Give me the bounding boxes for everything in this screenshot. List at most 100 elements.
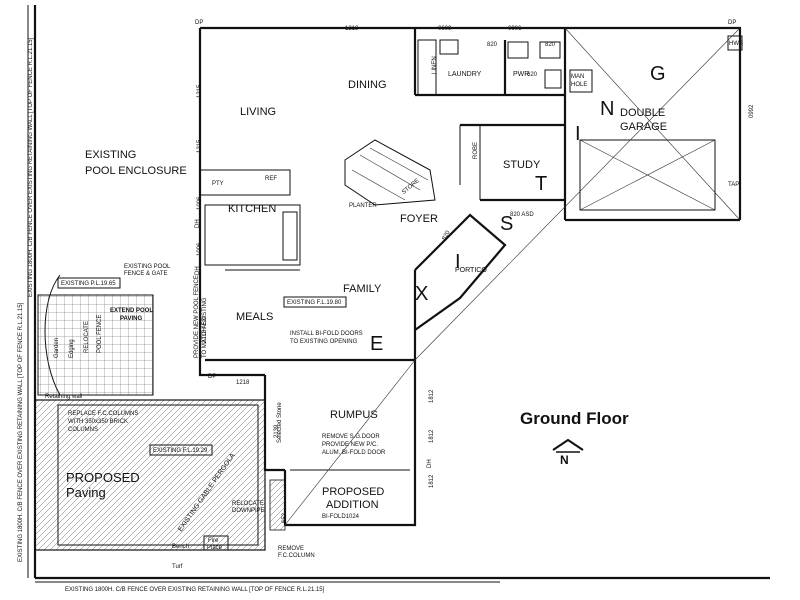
note-replace-columns-1: REPLACE F.C.COLUMNS [68,411,138,417]
room-proposed-addition-1: PROPOSED [322,486,384,498]
label-fire-place-2: Place [207,545,223,551]
note-relocate-fence-2: POOL FENCE [97,315,103,353]
note-fl-1980: EXISTING F.L.19.80 [287,300,342,306]
dim-620: 620 [527,72,538,78]
label-hws: HWS [729,41,743,47]
label-turf: Turf [172,564,183,570]
room-meals: MEALS [236,311,273,323]
dim-dp-c: DP [208,374,216,380]
dim-652: 652 [282,512,288,523]
note-remove-column-1: REMOVE [278,546,304,552]
note-replace-columns-2: WITH 350x350 BRICK [68,419,128,425]
dim-dh-b: DH [195,266,201,275]
dim-1215-b: 1215 [197,139,203,153]
north-arrow-icon: N [552,438,584,467]
dim-1218-top: 1218 [345,26,359,32]
fire-place [203,535,229,551]
dim-dp-b: DP [728,20,736,26]
box-pl-1965 [57,277,121,289]
note-bifold-1024: BI-FOLD1024 [322,514,360,520]
note-remove-column-2: F.C.COLUMN [278,553,315,559]
dim-dp-a: DP [195,20,203,26]
existing-overlay [284,27,741,526]
dimensions: DP 1218 0609 0906 820 820 620 DP 1215 12… [195,20,755,523]
watermark-letter-i2: I [455,251,461,273]
box-fl-1929 [149,444,213,456]
dim-1215-a: 1215 [197,84,203,98]
dim-1006-b: 1006 [197,242,203,256]
note-relocate-downpipe-1: RELOCATE [232,501,264,507]
label-bench: Bench [172,544,189,550]
box-fl-1980 [283,296,347,308]
dim-820-asd: 820 ASD [510,212,534,218]
note-replace-columns-3: COLUMNS [68,427,98,433]
dim-dh-c: DH [427,459,433,468]
plan-title: Ground Floor [520,409,629,428]
dim-0992: 0992 [749,104,755,118]
room-pool-enclosure-1: EXISTING [85,149,136,161]
north-symbol: N [560,453,569,467]
dim-1812-c: 1812 [429,474,435,488]
dim-2118: 2118 ASD [202,316,208,343]
note-pool-fence-2: FENCE & GATE [124,271,168,277]
room-double-garage-1: DOUBLE [620,107,665,119]
label-tap: TAP [728,182,739,188]
room-laundry: LAUNDRY [448,71,482,78]
room-proposed-addition-2: ADDITION [326,499,379,511]
note-remove-sgdoor-2: PROVIDE NEW P/C. [322,442,378,448]
note-remove-sgdoor-3: ALUM. BI-FOLD DOOR [322,450,386,456]
room-double-garage-2: GARAGE [620,121,667,133]
dim-820-b: 820 [545,42,556,48]
note-pool-fence-1: EXISTING POOL [124,264,171,270]
note-fl-1929: EXISTING F.L.19.29 [153,448,208,454]
watermark-letter-t: T [535,173,547,195]
note-selected-stone: Selected Stone [277,402,283,443]
watermark-letter-x: X [415,283,428,305]
room-manhole-2: HOLE [571,82,587,88]
dim-dh-a: DH [195,219,201,228]
dim-1812-b: 1812 [429,429,435,443]
note-new-pool-fence-1: PROVIDE NEW POOL FENCE [194,275,200,358]
note-fence-right: EXISTING 1800H. C/B FENCE OVER EXISTING … [28,37,34,297]
dim-1218-b: 1218 [236,380,250,386]
room-living: LIVING [240,106,276,118]
room-planter: PLANTER [349,203,377,209]
dim-0609: 0609 [438,26,452,32]
room-ref: REF [265,176,277,182]
dim-820-a: 820 [487,42,498,48]
note-fence-left: EXISTING 1800H. C/B FENCE OVER EXISTING … [18,302,24,562]
room-robe: ROBE [473,142,479,159]
room-family: FAMILY [343,283,382,295]
note-bifold-2: TO EXISTING OPENING [290,339,358,345]
watermark-letter-g: G [650,63,666,85]
dim-820-foyer: 820 [442,229,453,241]
label-garden: Garden [54,338,60,358]
room-pwr: PWR [513,71,529,78]
room-proposed-paving-2: Paving [66,485,106,500]
note-pl-1965: EXISTING P.L.19.65 [61,281,116,287]
dim-1006-a: 1006 [197,196,203,210]
note-retaining-wall: Retaining wall [45,394,82,400]
room-study: STUDY [503,159,541,171]
room-proposed-paving-1: PROPOSED [66,470,140,485]
note-relocate-downpipe-2: DOWNPIPE [232,508,265,514]
note-extend-paving-2: PAVING [120,316,142,322]
dim-2139: 2139 [274,424,280,438]
watermark-letter-s: S [500,213,513,235]
note-bifold-1: INSTALL BI-FOLD DOORS [290,331,363,337]
pool-area [34,274,286,551]
title-block: Ground Floor N [520,409,629,467]
note-extend-paving-1: EXTEND POOL [110,308,153,314]
house-walls [198,26,743,527]
room-portico: PORTICO [455,267,487,274]
existing-watermark: G N I T S I X E [370,63,666,355]
note-relocate-fence-1: RELOCATE [84,321,90,353]
label-fire-place-1: Fire [208,538,219,544]
room-foyer: FOYER [400,213,438,225]
watermark-letter-e: E [370,333,383,355]
room-dining: DINING [348,79,387,91]
dim-1812-a: 1812 [429,389,435,403]
room-pool-enclosure-2: POOL ENCLOSURE [85,165,187,177]
label-edging: Edging [69,339,75,358]
